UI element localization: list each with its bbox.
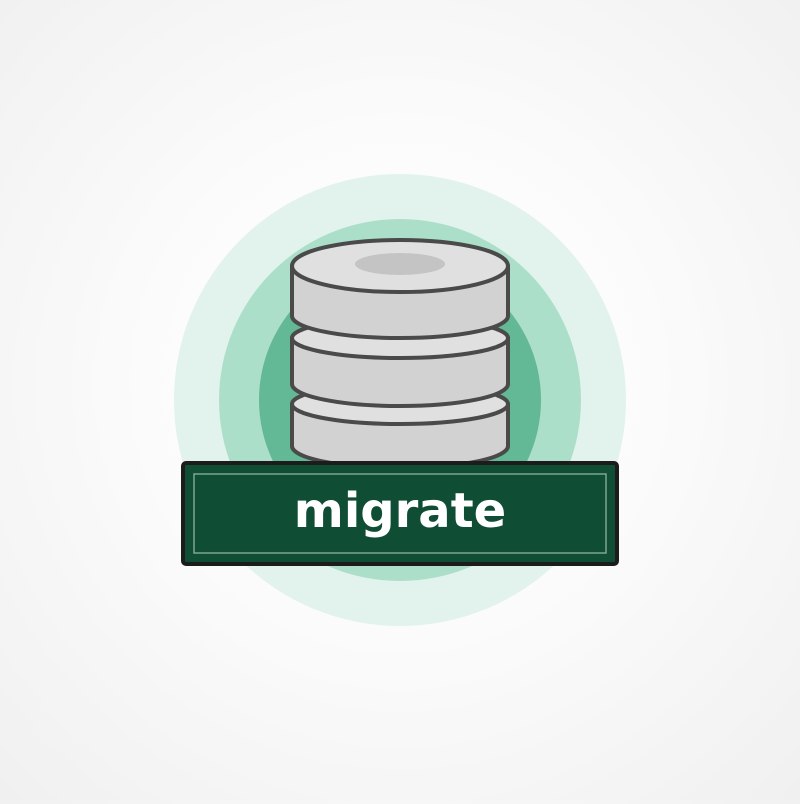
label-banner: migrate: [181, 461, 619, 566]
database-top-hole: [355, 253, 445, 275]
database-disk-top: [290, 238, 510, 340]
database-icon: [290, 238, 510, 470]
banner-inner-border: [193, 473, 607, 554]
banner-label: migrate: [294, 483, 506, 539]
